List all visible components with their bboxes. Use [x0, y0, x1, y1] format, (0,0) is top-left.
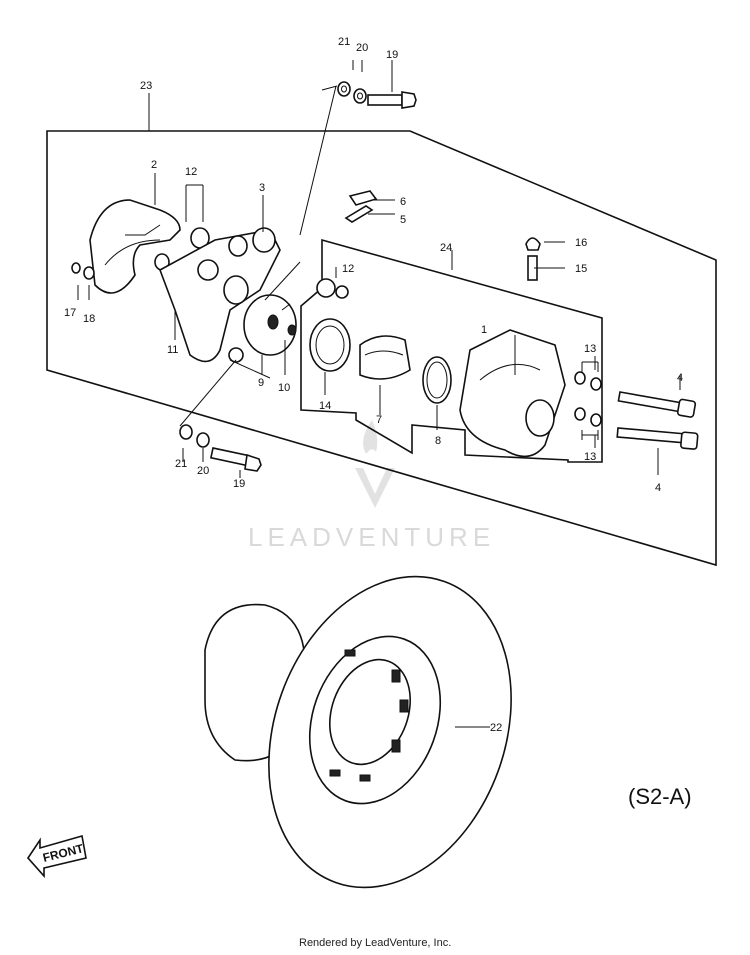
callout-11: 11 — [167, 344, 178, 356]
washer-21-top — [337, 81, 351, 97]
bleeder-cap-16 — [525, 237, 541, 251]
watermark: LEADVENTURE — [248, 420, 495, 552]
brake-disc-22 — [204, 575, 512, 889]
holder-boss — [228, 235, 248, 257]
callout-10: 10 — [278, 382, 290, 394]
assembly-outline-23 — [46, 130, 717, 567]
callout-4a: 4 — [677, 372, 683, 384]
callout-13b: 13 — [584, 451, 596, 463]
callout-20b: 20 — [197, 465, 209, 477]
callout-18: 18 — [83, 313, 95, 325]
callout-3: 3 — [259, 182, 265, 194]
callout-8: 8 — [435, 435, 441, 447]
callout-15: 15 — [575, 263, 587, 275]
holder-boss — [252, 227, 276, 253]
retaining-ring-8 — [422, 356, 452, 404]
leader-line — [77, 60, 681, 728]
callout-21a: 21 — [338, 36, 350, 48]
holder-boss — [197, 259, 219, 281]
footer-credit: Rendered by LeadVenture, Inc. — [299, 937, 451, 949]
callout-12b: 12 — [342, 263, 354, 275]
holder-mount-hole — [228, 347, 244, 363]
washer-18 — [83, 266, 95, 280]
holder-bore — [223, 275, 249, 305]
bolt-19-bottom — [209, 447, 262, 472]
callout-14: 14 — [319, 400, 331, 412]
callout-7: 7 — [376, 414, 382, 426]
screw-6 — [348, 190, 378, 206]
callout-1: 1 — [481, 324, 487, 336]
watermark-text: LEADVENTURE — [248, 522, 495, 552]
callout-5: 5 — [400, 214, 406, 226]
caliper-subassembly-outline-24 — [300, 238, 603, 463]
leader-line — [179, 359, 237, 427]
watermark-flame-icon — [355, 420, 395, 508]
callout-21b: 21 — [175, 458, 187, 470]
callout-4b: 4 — [655, 482, 661, 494]
callout-19b: 19 — [233, 478, 245, 490]
callout-23: 23 — [140, 80, 152, 92]
bracket-detail — [104, 224, 161, 266]
callout-20a: 20 — [356, 42, 368, 54]
callout-22: 22 — [490, 722, 502, 734]
callout-9: 9 — [258, 377, 264, 389]
caliper-body-bore — [525, 399, 555, 437]
bushing-12-upper — [154, 227, 349, 299]
piston-9 — [243, 294, 297, 356]
key-5 — [344, 205, 374, 223]
washer-20-bottom — [196, 432, 210, 448]
callout-6: 6 — [400, 196, 406, 208]
washer-20-top — [353, 88, 367, 104]
caliper-bracket-2 — [89, 199, 181, 294]
o-rings-13 — [574, 371, 602, 427]
piston-seal-14 — [309, 318, 351, 372]
callout-19a: 19 — [386, 49, 398, 61]
leader-line — [299, 85, 338, 236]
caliper-holder-3 — [159, 229, 281, 363]
callout-13a: 13 — [584, 343, 596, 355]
caliper-pin-4-lower — [616, 427, 699, 450]
diagram-code: (S2-A) — [628, 784, 692, 809]
caliper-body-1 — [459, 329, 566, 458]
dust-boot-7 — [359, 335, 411, 380]
callout-2: 2 — [151, 159, 157, 171]
callout-17: 17 — [64, 307, 76, 319]
bolt-19-top — [367, 91, 417, 109]
caliper-body-detail — [479, 335, 541, 381]
leader-line — [229, 261, 301, 379]
washer-21-bottom — [179, 424, 193, 440]
front-arrow-icon: FRONT — [26, 834, 87, 879]
callout-16: 16 — [575, 237, 587, 249]
caliper-pin-4-upper — [617, 391, 697, 418]
bolt-17 — [71, 262, 81, 274]
callout-24: 24 — [440, 242, 452, 254]
callout-12a: 12 — [185, 166, 197, 178]
front-tag: FRONT — [41, 841, 85, 865]
